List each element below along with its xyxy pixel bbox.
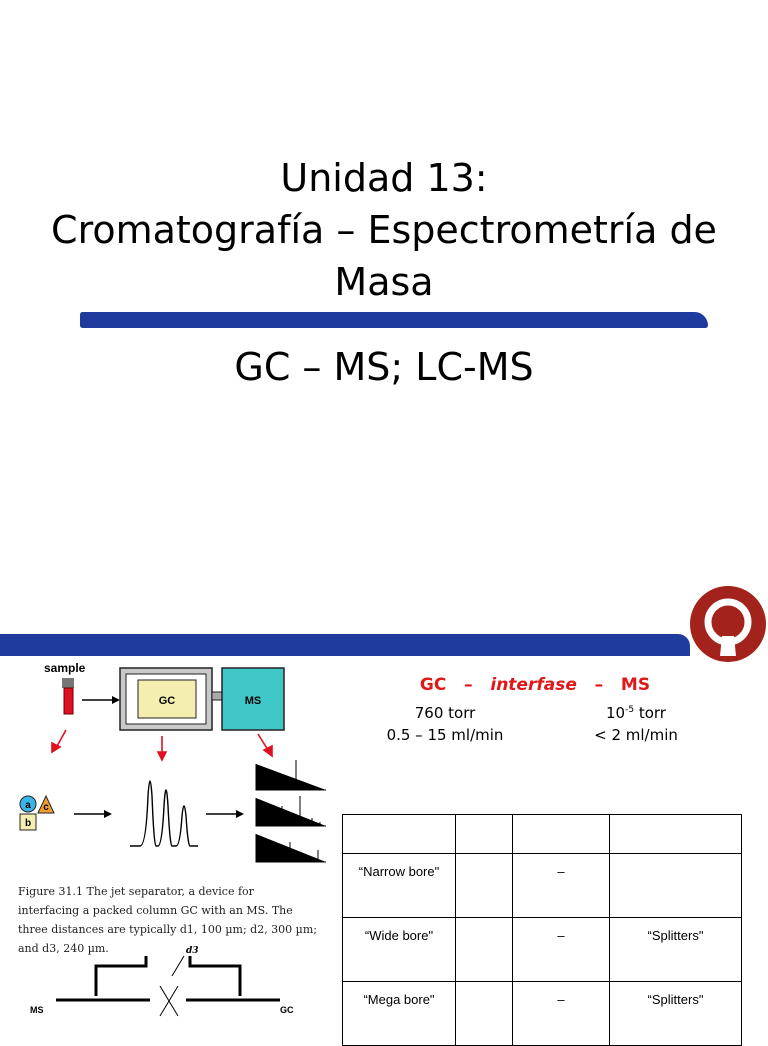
sample-label: sample (44, 661, 86, 675)
bottom-divider-bar (0, 634, 690, 656)
figure-caption: Figure 31.1 The jet separator, a device … (18, 885, 317, 955)
ms-conditions: 10-5 torr < 2 ml/min (572, 702, 700, 746)
table-row: “Wide bore" – “Splitters" (342, 917, 742, 982)
ms-flow: < 2 ml/min (594, 726, 678, 744)
svg-text:a: a (25, 800, 31, 811)
sample-vial (63, 687, 74, 715)
ms-pressure: 10-5 torr (606, 704, 666, 722)
heading-ms: MS (620, 675, 651, 695)
column-type: “Narrow bore" (342, 853, 456, 918)
university-logo: Q (686, 584, 768, 664)
slide-title: Unidad 13: Cromatografía – Espectrometrí… (0, 152, 768, 308)
title-line-1: Unidad 13: (280, 156, 488, 200)
jet-gc-label: GC (280, 1005, 294, 1015)
gc-flow: 0.5 – 15 ml/min (386, 726, 504, 744)
column-type: “Wide bore" (342, 917, 456, 982)
table-cell: “Splitters" (609, 917, 742, 982)
gc-pressure: 760 torr (414, 704, 476, 722)
heading-dash-1: – (464, 675, 473, 695)
table-cell: – (512, 853, 610, 918)
jet-d3-label: d3 (186, 946, 199, 956)
svg-text:c: c (43, 802, 49, 813)
table-cell: – (512, 917, 610, 982)
table-cell: – (512, 981, 610, 1046)
slide-subtitle: GC – MS; LC-MS (234, 345, 534, 389)
jet-separator (56, 956, 280, 1002)
column-type: “Mega bore" (342, 981, 456, 1046)
interface-heading: GC – interfase – MS (362, 675, 708, 695)
table-row: “Narrow bore" – (342, 853, 742, 918)
title-line-2: Cromatografía – Espectrometría de (51, 208, 717, 252)
svg-text:b: b (25, 818, 31, 829)
heading-dash-2: – (594, 675, 604, 695)
sample-vial-cap (62, 678, 74, 688)
title-divider-bar (80, 312, 708, 328)
ms-box (221, 667, 285, 731)
table-cell: “Splitters" (609, 981, 742, 1046)
logo-letter: Q (728, 629, 729, 631)
title-line-3: Masa (334, 260, 434, 304)
gc-ms-figure: sample GC MS a c b (0, 656, 340, 1024)
gc-box-label: GC (159, 695, 176, 707)
gc-conditions: 760 torr 0.5 – 15 ml/min (372, 702, 518, 746)
logo-disc (690, 586, 766, 662)
column-types-table: “Narrow bore" – “Wide bore" – “Splitters… (342, 814, 742, 1046)
ms-box-label: MS (245, 695, 262, 707)
mass-spectra (255, 760, 326, 863)
chromatogram-trace (130, 780, 198, 847)
table-row: “Mega bore" – “Splitters" (342, 981, 742, 1046)
gc-box (137, 679, 197, 719)
jet-ms-label: MS (30, 1005, 44, 1015)
table-cell (609, 853, 742, 918)
heading-gc: GC (419, 675, 447, 695)
table-cell (455, 981, 513, 1046)
table-header-row (342, 814, 742, 854)
table-cell (455, 853, 513, 918)
table-cell (455, 917, 513, 982)
heading-interfase: interfase (490, 675, 577, 695)
